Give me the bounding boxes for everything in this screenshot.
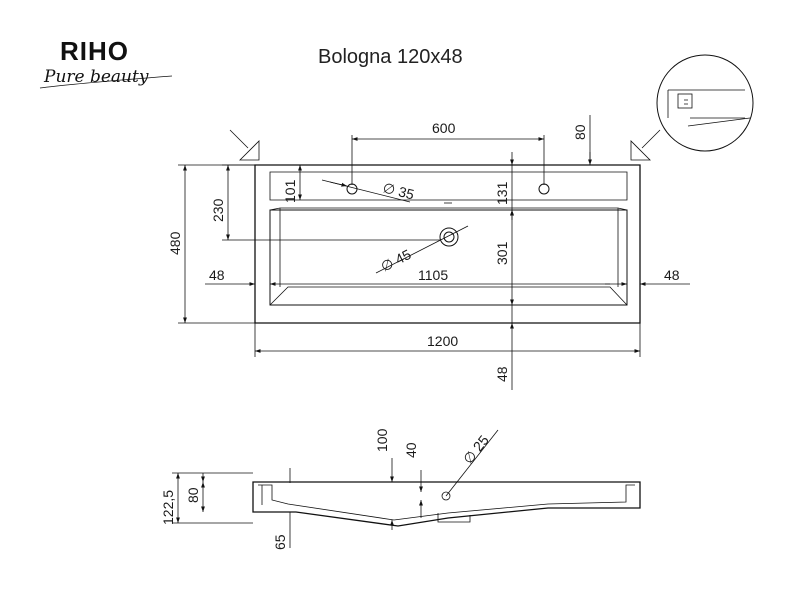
drain-inner xyxy=(443,231,455,243)
dim-front-rim: 48 xyxy=(494,366,510,382)
overflow-hole xyxy=(441,491,451,501)
pointer-arrow-right xyxy=(641,129,661,149)
detail-profile xyxy=(667,89,745,119)
detail-circle xyxy=(656,54,754,152)
drain-leader xyxy=(375,225,469,274)
drawing-title: Bologna 120x48 xyxy=(318,46,463,68)
detail-marks xyxy=(684,99,688,105)
detail-slope xyxy=(687,117,751,127)
pointer-arrowhead-right xyxy=(630,140,651,161)
overflow-leader xyxy=(445,429,499,497)
dim-bottom-offset: 65 xyxy=(272,534,288,550)
pointer-arrow-left xyxy=(229,129,249,149)
tap-hole-leader-arrow xyxy=(329,181,348,187)
dim-total-width: 1200 xyxy=(427,333,458,349)
brand-logo: RIHO Pure beauty xyxy=(39,36,173,89)
side-drain xyxy=(437,513,471,523)
dim-bowl-width: 1105 xyxy=(418,267,448,283)
dim-480-ext xyxy=(178,164,255,324)
dim-left-rim: 48 xyxy=(209,267,225,283)
tap-hole-left xyxy=(346,183,358,195)
bowl-outline xyxy=(269,209,628,306)
bowl-floor xyxy=(269,286,628,306)
dim-bowl-depth: 301 xyxy=(494,241,510,265)
dim-total-depth: 480 xyxy=(167,231,183,255)
dim-overflow-hole: ∅ 25 xyxy=(460,432,492,467)
side-profile xyxy=(252,481,641,527)
tap-hole-right xyxy=(538,183,550,195)
dim-600-ext xyxy=(351,135,545,185)
dim-top-to-drain: 230 xyxy=(210,198,226,222)
dim-right-rim: 48 xyxy=(664,267,680,283)
dim-tap-hole: ∅ 35 xyxy=(381,179,416,202)
dim-tap-to-bowl: 131 xyxy=(494,181,510,205)
pointer-arrowhead-left xyxy=(239,140,260,161)
dim-drain-step: 40 xyxy=(403,442,419,458)
basin-outline xyxy=(254,164,641,324)
dim-drain-depth: 100 xyxy=(374,428,390,452)
bowl-edge xyxy=(269,207,628,211)
dim-rim-height: 80 xyxy=(185,487,201,503)
side-view: 122,5 80 65 100 40 ∅ 25 xyxy=(160,428,641,550)
brand-underline xyxy=(39,75,173,89)
drain-outer xyxy=(439,227,459,247)
dim-total-height: 122,5 xyxy=(160,490,176,525)
tap-deck xyxy=(269,171,628,201)
brand-name: RIHO xyxy=(60,36,129,66)
dim-edge-to-tap: 101 xyxy=(282,179,298,203)
dim-tap-height: 80 xyxy=(572,124,588,140)
dim-tap-spacing: 600 xyxy=(432,120,456,136)
detail-insert xyxy=(677,93,693,109)
dim-drain-hole: ∅ 45 xyxy=(378,246,414,275)
brand-tagline: Pure beauty xyxy=(43,67,149,87)
top-view: 600 80 101 ∅ 35 131 230 ∅ 45 480 301 xyxy=(167,54,754,390)
